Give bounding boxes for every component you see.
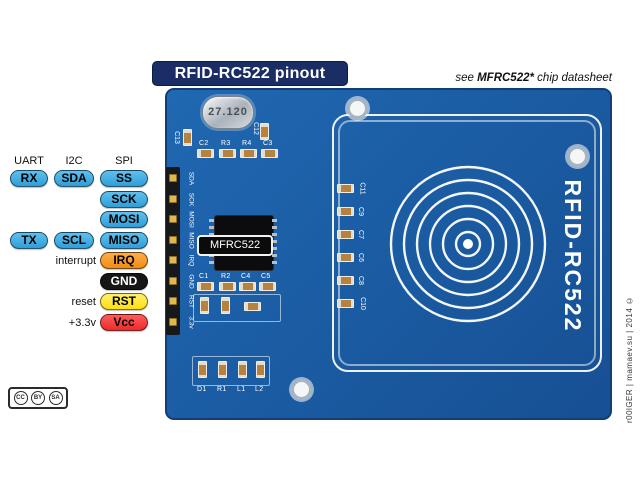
antenna-waves-icon	[389, 165, 547, 323]
sa-icon: sa	[48, 391, 63, 405]
smd-component	[337, 184, 354, 193]
component-label: C3	[263, 140, 273, 147]
smd-component	[337, 299, 354, 308]
smd-component	[238, 361, 247, 378]
crystal-oscillator: 27.120	[202, 96, 254, 129]
component-label: C11	[358, 182, 366, 195]
smd-component	[260, 123, 269, 140]
component-label: D1	[197, 386, 207, 393]
component-label: C5	[261, 273, 271, 280]
pin-note-reset: reset	[71, 296, 96, 308]
smd-component	[240, 149, 257, 158]
header-pin	[169, 277, 177, 285]
pin-pill-tx: TX	[10, 232, 48, 249]
column-header-uart: UART	[14, 155, 44, 167]
component-label: C10	[358, 297, 366, 310]
component-label: C7	[356, 230, 364, 239]
component-label: C2	[199, 140, 209, 147]
component-label: L1	[237, 386, 246, 393]
antenna-coil-outline	[332, 114, 602, 372]
note-prefix: see	[455, 72, 478, 84]
pin-header	[166, 167, 180, 335]
silkscreen-outline	[193, 294, 281, 322]
smd-component	[244, 302, 261, 311]
smd-component	[337, 230, 354, 239]
chip-label: MFRC522	[197, 235, 273, 256]
pin-pill-ss: SS	[100, 170, 148, 187]
pin-pill-irq: IRQ	[100, 252, 148, 269]
component-label: C4	[241, 273, 251, 280]
smd-component	[198, 361, 207, 378]
header-pin	[169, 318, 177, 326]
header-pin	[169, 256, 177, 264]
header-pin	[169, 174, 177, 182]
smd-component	[337, 253, 354, 262]
note-chip-name: MFRC522*	[477, 72, 534, 84]
column-header-i2c: I2C	[65, 155, 83, 167]
pin-pill-rx: RX	[10, 170, 48, 187]
smd-component	[337, 276, 354, 285]
pin-pill-sda: SDA	[54, 170, 94, 187]
smd-component	[218, 361, 227, 378]
pin-pill-mosi: MOSI	[100, 211, 148, 228]
header-pin	[169, 195, 177, 203]
pin-note-interrupt: interrupt	[55, 255, 96, 267]
silkscreen-outline	[192, 356, 270, 386]
board-name-label: RFID-RC522	[560, 179, 586, 333]
smd-component	[197, 149, 214, 158]
smd-component	[261, 149, 278, 158]
mounting-hole	[291, 379, 312, 400]
header-pin	[169, 215, 177, 223]
antenna-coil-outline-inner	[338, 120, 596, 366]
smd-component	[256, 361, 265, 378]
smd-component	[239, 282, 256, 291]
column-header-spi: SPI	[115, 155, 133, 167]
smd-component	[221, 297, 230, 314]
header-pin	[169, 297, 177, 305]
smd-component	[200, 297, 209, 314]
smd-component	[337, 207, 354, 216]
component-label: R2	[221, 273, 231, 280]
component-label: C9	[356, 207, 364, 216]
by-icon: by	[31, 391, 45, 405]
component-label: C6	[356, 253, 364, 262]
component-label: C8	[356, 276, 364, 285]
chip-pins-right	[272, 219, 277, 265]
smd-component	[259, 282, 276, 291]
component-label: R3	[221, 140, 231, 147]
component-label: C12	[251, 122, 259, 135]
component-label: C13	[172, 131, 180, 144]
component-label: R4	[242, 140, 252, 147]
mounting-hole	[347, 98, 368, 119]
pin-pill-vcc: Vcc	[100, 314, 148, 331]
license-badge: cc by sa	[8, 387, 68, 409]
pin-pill-sck: SCK	[100, 191, 148, 208]
title-badge: RFID-RC522 pinout	[152, 61, 348, 86]
datasheet-note: see MFRC522* chip datasheet	[455, 72, 612, 84]
cc-icon: cc	[13, 391, 28, 405]
component-label: C1	[199, 273, 209, 280]
smd-component	[219, 149, 236, 158]
pin-note-3v3: +3.3v	[68, 317, 96, 329]
pin-pill-gnd: GND	[100, 273, 148, 290]
pin-pill-rst: RST	[100, 293, 148, 310]
note-suffix: chip datasheet	[533, 72, 612, 84]
smd-component	[219, 282, 236, 291]
component-label: L2	[255, 386, 264, 393]
header-pin	[169, 236, 177, 244]
mounting-hole	[567, 146, 588, 167]
smd-component	[197, 282, 214, 291]
smd-component	[183, 129, 192, 146]
author-watermark: r00lGER | mamaev.su | 2014 ©	[625, 295, 634, 424]
component-label: R1	[217, 386, 227, 393]
pin-pill-scl: SCL	[54, 232, 94, 249]
pin-pill-miso: MISO	[100, 232, 148, 249]
